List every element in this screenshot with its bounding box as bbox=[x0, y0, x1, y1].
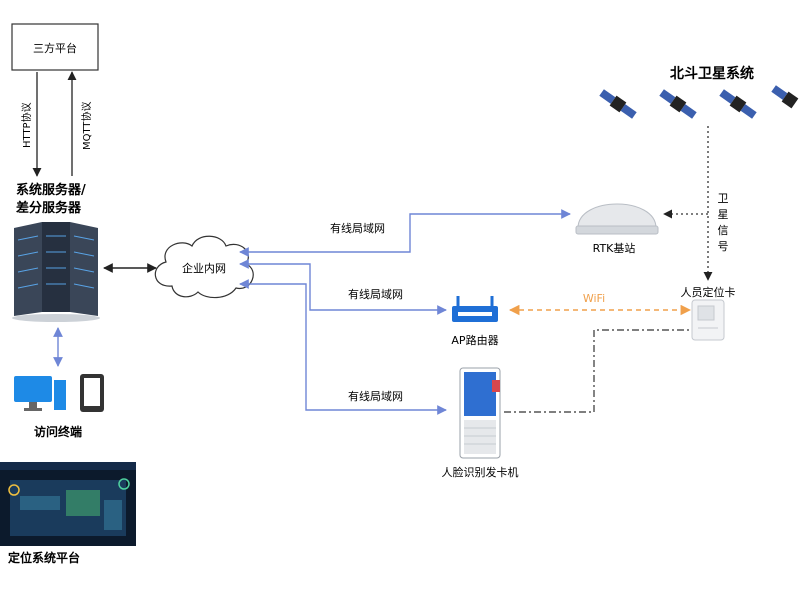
platform-label: 定位系统平台 bbox=[8, 550, 80, 565]
satellite-icon-1 bbox=[599, 89, 637, 119]
wired-label-2: 有线局域网 bbox=[348, 287, 403, 301]
satellite-icon-3 bbox=[719, 89, 757, 119]
platform-screenshot-image bbox=[0, 462, 136, 546]
satellite-icon-2 bbox=[659, 89, 697, 119]
wired-label-1: 有线局域网 bbox=[330, 221, 385, 235]
positioning-card-icon bbox=[691, 299, 725, 341]
card-label: 人员定位卡 bbox=[681, 285, 736, 299]
third-party-label: 三方平台 bbox=[33, 41, 77, 55]
sat-signal-char-2: 星 bbox=[718, 208, 729, 221]
server-label-2: 差分服务器 bbox=[16, 200, 82, 216]
sat-signal-char-4: 号 bbox=[718, 240, 729, 253]
mqtt-label: MQTT协议 bbox=[80, 101, 93, 150]
sat-signal-char-3: 信 bbox=[718, 224, 729, 237]
router-icon bbox=[452, 296, 498, 322]
rtk-label: RTK基站 bbox=[593, 241, 636, 255]
satellite-icon-4 bbox=[771, 85, 799, 109]
face-kiosk-icon bbox=[459, 367, 501, 459]
http-label: HTTP协议 bbox=[20, 102, 33, 148]
rtk-dome-icon bbox=[575, 203, 659, 235]
tablet-terminal-icon bbox=[80, 374, 104, 412]
server-label-1: 系统服务器/ bbox=[16, 182, 86, 198]
beidou-label: 北斗卫星系统 bbox=[670, 65, 754, 82]
router-wired-link bbox=[239, 259, 447, 315]
kiosk-card-link bbox=[504, 329, 690, 413]
intranet-label: 企业内网 bbox=[182, 261, 226, 275]
router-label: AP路由器 bbox=[451, 333, 498, 347]
desktop-terminal-icon bbox=[14, 376, 66, 411]
third-party-platform: 三方平台 bbox=[11, 23, 99, 71]
face-kiosk-label: 人脸识别发卡机 bbox=[442, 465, 519, 479]
terminal-label: 访问终端 bbox=[34, 424, 82, 439]
wifi-label: WiFi bbox=[583, 292, 605, 305]
intranet-cloud-icon: 企业内网 bbox=[154, 235, 254, 299]
wired-label-3: 有线局域网 bbox=[348, 389, 403, 403]
rtk-wired-link bbox=[239, 209, 571, 257]
sat-signal-char-1: 卫 bbox=[718, 192, 729, 205]
server-rack-icon bbox=[12, 222, 100, 322]
kiosk-wired-link bbox=[239, 279, 447, 415]
